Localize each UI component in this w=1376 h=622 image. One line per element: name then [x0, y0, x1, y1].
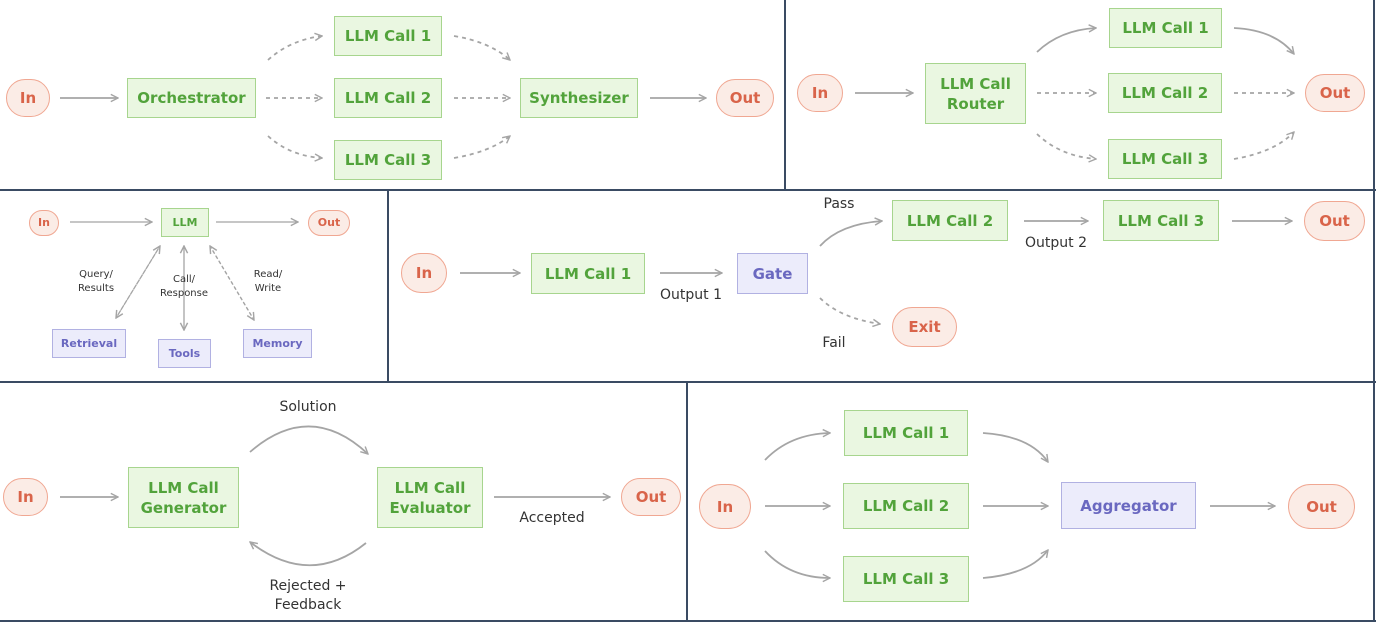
generator-node: LLM Call Generator — [128, 467, 239, 528]
llm-call-2-node: LLM Call 2 — [843, 483, 969, 529]
divider-bottom-middle — [686, 382, 688, 622]
arrow-gate-fail — [819, 297, 880, 324]
llm-call-3-node: LLM Call 3 — [843, 556, 969, 602]
rejected-feedback-label: Rejected + Feedback — [269, 578, 347, 613]
divider-top-middle — [784, 0, 786, 190]
output-2-label: Output 2 — [1025, 235, 1087, 251]
llm-call-1-node: LLM Call 1 — [1109, 8, 1222, 48]
output-1-label: Output 1 — [660, 287, 722, 303]
memory-node: Memory — [243, 329, 312, 358]
arrow-retrieval-llm — [115, 246, 160, 319]
arrow-call1-to-out — [1233, 27, 1294, 54]
router-node: LLM Call Router — [925, 63, 1026, 124]
llm-call-2-node: LLM Call 2 — [892, 200, 1008, 241]
llm-call-3-node: LLM Call 3 — [334, 140, 442, 180]
query-results-label: Query/ Results — [77, 269, 115, 294]
llm-call-2-node: LLM Call 2 — [1108, 73, 1222, 113]
llm-call-3-node: LLM Call 3 — [1103, 200, 1219, 241]
input-node: In — [29, 210, 59, 236]
arrow-call3-to-out — [1233, 132, 1294, 160]
exit-node: Exit — [892, 307, 957, 347]
llm-call-1-node: LLM Call 1 — [844, 410, 968, 456]
divider-mid-middle — [387, 190, 389, 382]
aggregator-node: Aggregator — [1061, 482, 1196, 529]
retrieval-node: Retrieval — [52, 329, 126, 358]
arrow-par-in-call1 — [764, 433, 830, 461]
gate-node: Gate — [737, 253, 808, 294]
arrow-router-to-call1 — [1036, 28, 1096, 53]
llm-call-1-node: LLM Call 1 — [334, 16, 442, 56]
accepted-label: Accepted — [519, 510, 585, 526]
arrow-call3-to-synth — [453, 136, 510, 159]
output-node: Out — [1288, 484, 1355, 529]
output-node: Out — [308, 210, 350, 236]
tools-node: Tools — [158, 339, 211, 368]
divider-bottom-edge — [0, 620, 1376, 622]
call-response-label: Call/ Response — [159, 274, 209, 299]
input-node: In — [797, 74, 843, 112]
llm-node: LLM — [161, 208, 209, 237]
arrow-orch-to-call1 — [267, 36, 322, 61]
arrow-par-call3-agg — [982, 550, 1048, 579]
llm-call-2-node: LLM Call 2 — [334, 78, 442, 118]
input-node: In — [3, 478, 48, 516]
arrow-par-call1-agg — [982, 432, 1048, 462]
arrow-call1-to-synth — [453, 35, 510, 60]
pass-label: Pass — [823, 196, 855, 212]
output-node: Out — [621, 478, 681, 516]
read-write-label: Read/ Write — [253, 269, 283, 294]
input-node: In — [401, 253, 447, 293]
input-node: In — [6, 79, 50, 117]
arrow-memory-llm — [210, 246, 255, 321]
arrow-solution — [249, 425, 368, 454]
output-node: Out — [1304, 201, 1365, 241]
evaluator-node: LLM Call Evaluator — [377, 467, 483, 528]
arrow-orch-to-call3 — [267, 135, 322, 158]
arrow-gate-pass — [819, 221, 882, 247]
arrow-rejected — [250, 542, 367, 567]
synthesizer-node: Synthesizer — [520, 78, 638, 118]
arrow-router-to-call3 — [1036, 133, 1096, 159]
orchestrator-node: Orchestrator — [127, 78, 256, 118]
arrow-par-in-call3 — [764, 550, 830, 578]
divider-row2 — [0, 381, 1376, 383]
llm-call-1-node: LLM Call 1 — [531, 253, 645, 294]
divider-row1 — [0, 189, 1376, 191]
llm-call-3-node: LLM Call 3 — [1108, 139, 1222, 179]
output-node: Out — [716, 79, 774, 117]
divider-right-edge — [1373, 0, 1375, 622]
input-node: In — [699, 484, 751, 529]
fail-label: Fail — [822, 335, 846, 351]
output-node: Out — [1305, 74, 1365, 112]
solution-label: Solution — [279, 399, 337, 415]
